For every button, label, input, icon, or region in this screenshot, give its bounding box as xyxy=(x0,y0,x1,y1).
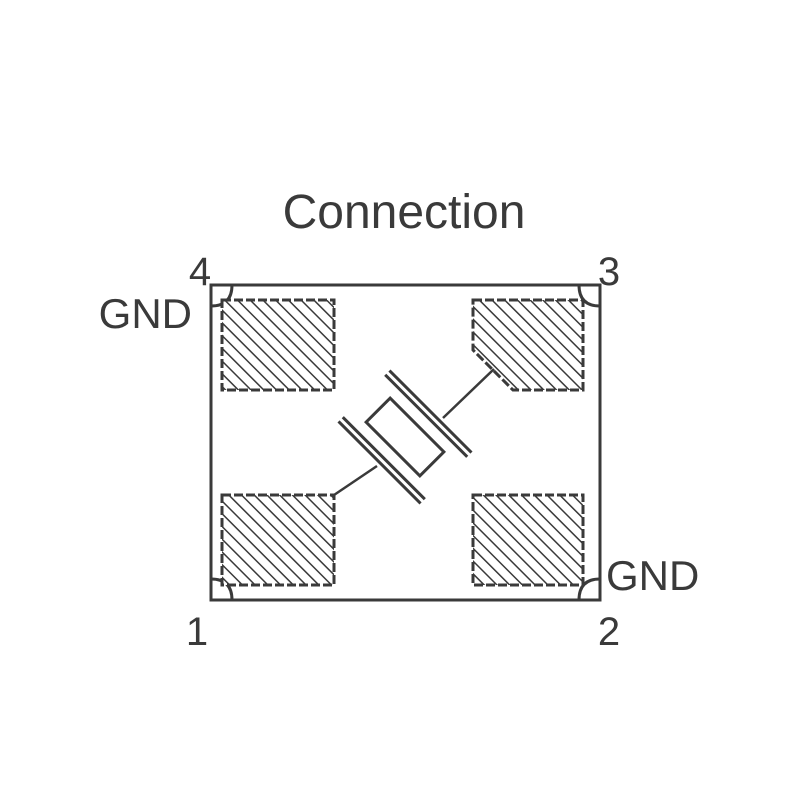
pin-1-number: 1 xyxy=(186,610,208,654)
pad-1 xyxy=(220,493,336,587)
pin-2-number: 2 xyxy=(598,610,620,654)
pin-2-net-label: GND xyxy=(606,552,699,599)
pad-4 xyxy=(220,298,336,392)
pin-4-net-label: GND xyxy=(99,290,192,337)
package-outline xyxy=(209,283,602,602)
diagram-title: Connection xyxy=(283,186,526,239)
pin-4-number: 4 xyxy=(189,250,211,294)
pad-2 xyxy=(471,493,585,587)
pin-3-number: 3 xyxy=(598,250,620,294)
pad-3 xyxy=(471,298,585,392)
crystal-symbol xyxy=(333,368,495,505)
